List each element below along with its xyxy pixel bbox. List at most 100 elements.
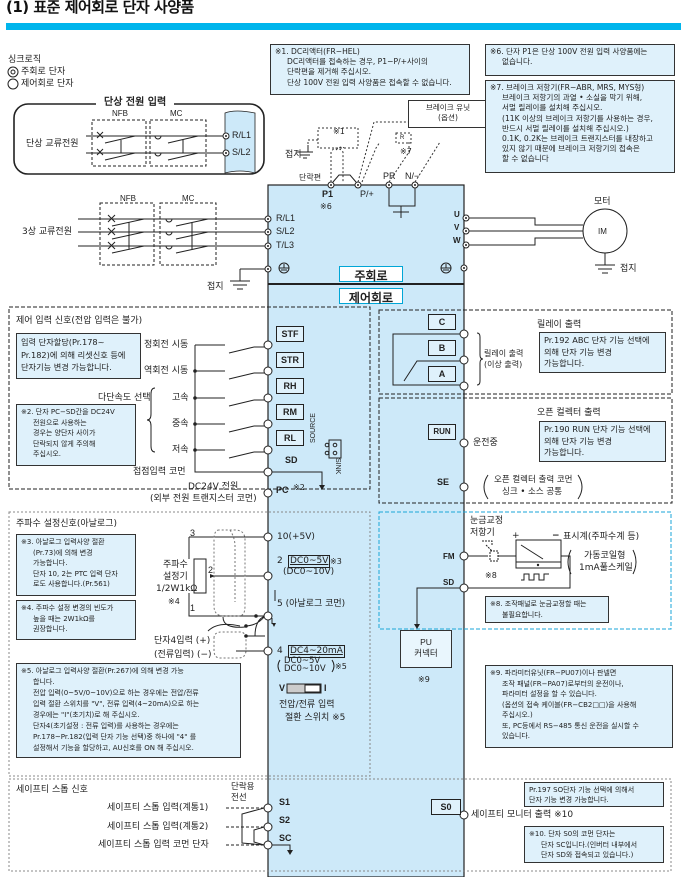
note-line: ※3. 아날로그 입력사양 절환 (21, 538, 105, 546)
note-line: 있지 않기 때문에 브레이크 저항기의 접속은 (502, 144, 640, 154)
multi-speed-label: 다단속도 선택 (98, 393, 151, 403)
single-phase-source: 단상 교류전원 (26, 139, 79, 149)
note-line: 0.1K, 0.2K는 브레이크 트랜지스터를 내장하고 (502, 134, 653, 144)
se-label-1: 오픈 컬렉터 출력 코먼 (494, 475, 573, 485)
note-line: ※4. 주파수 설정 변경의 빈도가 (21, 604, 114, 612)
relay-output-title: 릴레이 출력 (537, 320, 582, 330)
note-line: 경우에는 "I"(초기치)로 해 주십시오. (33, 711, 140, 719)
pot-pin-1: 1 (190, 603, 196, 613)
note-line: 전압 입력(0~5V/0~10V)으로 하는 경우에는 전압/전류 (33, 689, 199, 697)
run-label: 운전중 (473, 438, 498, 448)
terminal-s2: S2 (279, 815, 291, 825)
t4-input-label-1: 단자4입력 (+) (154, 636, 211, 646)
note-line: ※7. 브레이크 저항기(FR−ABR, MRS, MYS형) (490, 83, 645, 92)
terminal-4: 4 (277, 646, 283, 656)
switch-v-label[interactable]: V (279, 683, 286, 693)
jumper-label: 단락편 (299, 173, 322, 182)
legend-control-terminal: 제어회로 단자 (21, 79, 74, 89)
pu-note: ※9 (418, 675, 430, 684)
terminal-rm: RM (276, 404, 304, 420)
main-circuit-label: 주회로 (339, 266, 403, 283)
terminal-4-alt-1: DC0~5V (284, 656, 321, 666)
terminal-sd: SD (285, 455, 298, 465)
note-line: 의해 단자 기능 변경 (544, 435, 613, 446)
terminal-so: S0 (431, 799, 461, 815)
brake-unit-box: 브레이크 유닛 (옵션) (408, 100, 488, 128)
motor-label: 모터 (594, 197, 611, 207)
note-line: 높을 때는 2W1kΩ를 (33, 614, 95, 623)
terminal-str: STR (276, 352, 304, 368)
note-line: 입력 단자할당(Pr.178~ (21, 337, 105, 347)
note-line: 가능합니다. (544, 358, 585, 368)
brake-resistor-symbol: R (400, 135, 405, 141)
terminal-sc: SC (279, 833, 292, 843)
terminal-fm-sd: SD (443, 578, 455, 587)
safety-jumper-label-1: 단락용 (231, 782, 255, 792)
cal-resistor-label-2: 저항기 (470, 528, 495, 538)
note-line: 단자4(초기설정 : 전류 입력)를 사용하는 경우에는 (33, 722, 179, 730)
pc-label-2: (외부 전원 트랜지스터 코먼) (150, 494, 257, 504)
note-line: 브레이크 저항기의 과열 • 소실을 막기 위해, (502, 93, 643, 103)
note-line: ※10. 단자 S0의 코먼 단자는 (529, 830, 616, 838)
terminal-v: V (454, 223, 460, 232)
note-line: 권장합니다. (33, 625, 68, 633)
brake-resistor-mark: ※7 (400, 147, 412, 156)
note-line: DC리액터를 접속하는 경우, P1−P/+사이의 (287, 57, 428, 67)
note-line: (11K 이상의 브레이크 저항기를 사용하는 경우, (502, 113, 653, 123)
note-line: 주십시오.) (502, 711, 533, 719)
terminal-rl: RL (276, 430, 304, 446)
pot-pin-2: 2 (208, 565, 214, 575)
note-line: 로도 사용합니다.(Pr.561) (33, 580, 110, 588)
meter-label: 표시계(주파수계 등) (563, 532, 640, 542)
terminal-2-range: DC0~5V (288, 555, 331, 568)
pot-pin-3: 3 (190, 528, 196, 538)
terminal-p1: P1 (322, 189, 334, 199)
note-line: ※6. 단자 P1은 단상 100V 전원 입력 사양품에는 (490, 47, 648, 56)
pot-label-4: ※4 (168, 597, 180, 606)
note-line: 있습니다. (502, 732, 530, 740)
terminal-pc: PC (276, 485, 289, 495)
note-line: PU (420, 637, 432, 647)
motor-symbol: IM (598, 227, 607, 236)
voltage-current-switch (286, 683, 322, 694)
terminal-pr: PR (383, 171, 396, 181)
note-line: ※2. 단자 PC−SD간을 DC24V (21, 408, 115, 416)
note-line: ※9. 파라미터유닛(FR−PU07)이나 판넬면 (490, 669, 617, 677)
legend-main-terminal: 주회로 단자 (21, 67, 66, 77)
terminal-u: U (454, 210, 460, 219)
note-line: 커넥터 (414, 649, 438, 659)
page-title: (1) 표준 제어회로 단자 사양품 (6, 0, 194, 16)
signal-mid-speed: 중속 (172, 419, 189, 429)
pu-connector[interactable]: PU 커넥터 (400, 630, 452, 668)
note-line: 가능합니다. (33, 559, 68, 567)
note-7: ※7. 브레이크 저항기(FR−ABR, MRS, MYS형)브레이크 저항기의… (485, 80, 675, 173)
terminal-se: SE (437, 477, 450, 487)
terminal-sl2: S/L2 (276, 226, 295, 236)
switch-i-label[interactable]: I (324, 683, 327, 693)
note-line: Pr.197 SO단자 기능 선택에 의해서 (529, 786, 635, 794)
se-label-2: 싱크 • 소스 공통 (502, 487, 563, 497)
switch-label-2: 절환 스위치 ※5 (285, 713, 346, 723)
control-circuit-label: 제어회로 (339, 288, 403, 305)
single-phase-terminal-rl1: R/L1 (232, 130, 252, 140)
note-line: 단락편을 제거해 주십시오. (287, 67, 372, 77)
note-1: ※1. DC리액터(FR−HEL)DC리액터를 접속하는 경우, P1−P/+사… (270, 44, 470, 95)
signal-low-speed: 저속 (172, 445, 189, 455)
safety-title: 세이프티 스톱 신호 (16, 785, 88, 795)
note-line: 또, PC등에서 RS−485 통신 운전을 실시할 수 (502, 721, 639, 730)
note-line: 가능합니다. (544, 447, 585, 457)
three-phase-mc: MC (182, 194, 195, 203)
analog-title: 주파수 설정신호(아날로그) (16, 519, 117, 529)
note-line: 브레이크 유닛 (425, 103, 471, 112)
safety-input-1: 세이프티 스톱 입력(계통1) (107, 803, 209, 813)
note-line: (Pr.73)에 의해 변경 (33, 548, 93, 557)
terminal-c: C (428, 314, 456, 330)
note-line: ※8. 조작패널로 눈금교정할 때는 (490, 600, 587, 608)
safety-jumper-label-2: 전선 (231, 793, 247, 803)
